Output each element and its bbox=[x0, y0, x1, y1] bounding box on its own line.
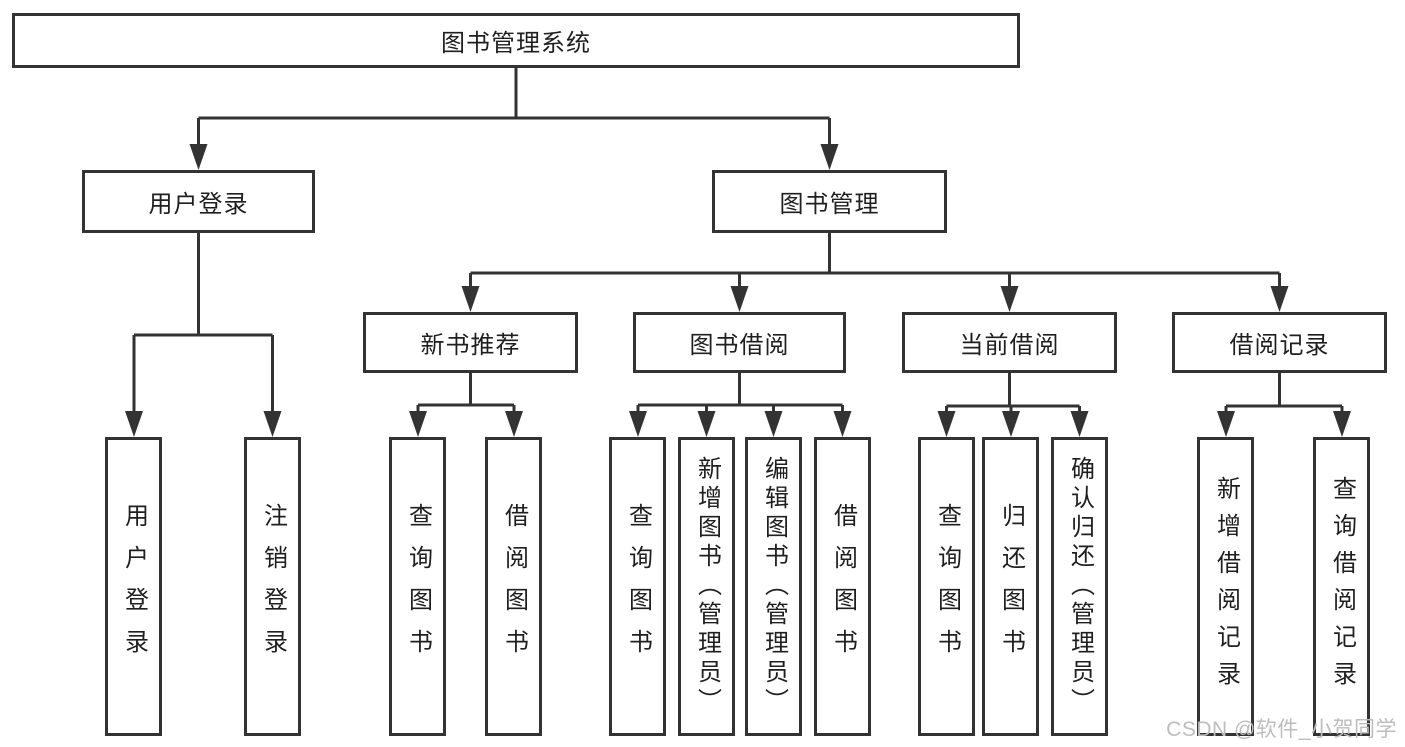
node-book-management-label: 图书管理 bbox=[779, 191, 880, 218]
leaf-borrow-query-books-label: 查询图书 bbox=[624, 502, 652, 671]
node-new-book-recommend-label: 新书推荐 bbox=[420, 332, 521, 359]
leaf-borrow-query-books: 查询图书 bbox=[609, 437, 666, 736]
node-current-borrow-label: 当前借阅 bbox=[959, 332, 1060, 359]
leaf-return-book: 归还图书 bbox=[982, 437, 1039, 736]
leaf-recommend-borrow-books: 借阅图书 bbox=[485, 437, 542, 736]
leaf-add-book-admin-label: 新增图书（管理员） bbox=[693, 456, 721, 717]
node-borrow-records-label: 借阅记录 bbox=[1229, 332, 1330, 359]
node-user-login: 用户登录 bbox=[82, 170, 315, 233]
node-user-login-label: 用户登录 bbox=[148, 191, 249, 218]
node-book-management: 图书管理 bbox=[712, 170, 947, 233]
leaf-borrow-borrow-books-label: 借阅图书 bbox=[829, 502, 857, 671]
leaf-user-login-label: 用户登录 bbox=[120, 502, 148, 671]
leaf-recommend-query-books-label: 查询图书 bbox=[404, 502, 432, 671]
leaf-add-borrow-record: 新增借阅记录 bbox=[1197, 437, 1254, 736]
watermark-text: CSDN @软件_小贺同学 bbox=[1166, 718, 1397, 741]
leaf-confirm-return-admin-label: 确认归还（管理员） bbox=[1066, 456, 1094, 717]
leaf-current-query-books: 查询图书 bbox=[918, 437, 975, 736]
node-book-borrow: 图书借阅 bbox=[633, 312, 846, 373]
leaf-add-borrow-record-label: 新增借阅记录 bbox=[1212, 475, 1240, 698]
node-library-system-label: 图书管理系统 bbox=[441, 30, 591, 57]
leaf-return-book-label: 归还图书 bbox=[997, 502, 1025, 671]
node-book-borrow-label: 图书借阅 bbox=[689, 332, 790, 359]
leaf-query-borrow-record: 查询借阅记录 bbox=[1313, 437, 1370, 736]
leaf-borrow-borrow-books: 借阅图书 bbox=[814, 437, 871, 736]
leaf-edit-book-admin: 编辑图书（管理员） bbox=[745, 437, 802, 736]
leaf-recommend-borrow-books-label: 借阅图书 bbox=[500, 502, 528, 671]
node-library-system: 图书管理系统 bbox=[12, 13, 1020, 68]
leaf-edit-book-admin-label: 编辑图书（管理员） bbox=[760, 456, 788, 717]
leaf-logout: 注销登录 bbox=[244, 437, 301, 736]
leaf-logout-label: 注销登录 bbox=[259, 502, 287, 671]
node-current-borrow: 当前借阅 bbox=[902, 312, 1117, 373]
leaf-user-login: 用户登录 bbox=[105, 437, 162, 736]
node-borrow-records: 借阅记录 bbox=[1172, 312, 1387, 373]
node-new-book-recommend: 新书推荐 bbox=[363, 312, 578, 373]
leaf-confirm-return-admin: 确认归还（管理员） bbox=[1051, 437, 1108, 736]
leaf-add-book-admin: 新增图书（管理员） bbox=[678, 437, 735, 736]
leaf-current-query-books-label: 查询图书 bbox=[933, 502, 961, 671]
leaf-recommend-query-books: 查询图书 bbox=[389, 437, 446, 736]
leaf-query-borrow-record-label: 查询借阅记录 bbox=[1328, 475, 1356, 698]
